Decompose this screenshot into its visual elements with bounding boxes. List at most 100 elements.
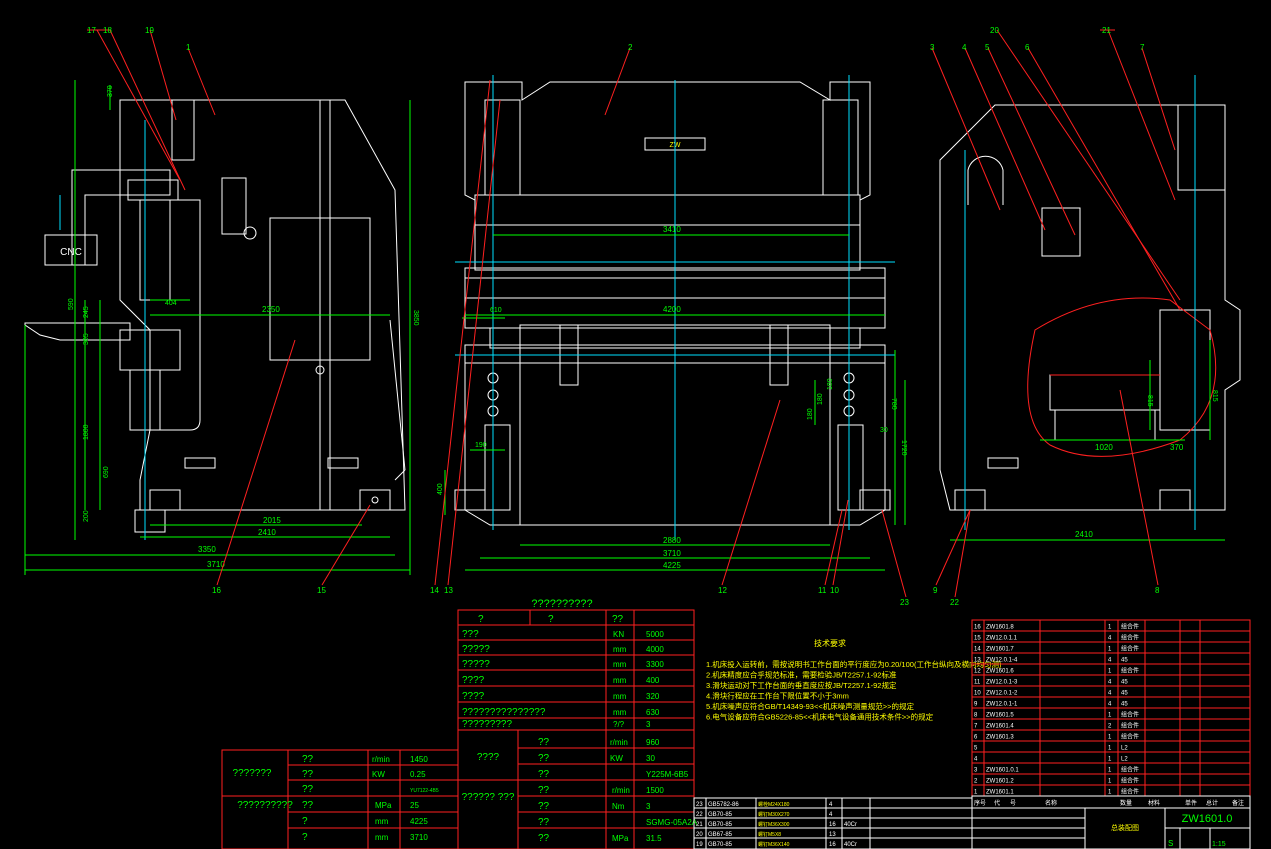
dim-1800: 1800 [83, 424, 90, 440]
callout-15: 15 [317, 586, 326, 595]
bom-mid-no: 19 [696, 842, 703, 848]
left-row-value: 0.25 [410, 770, 426, 779]
pump-row-name: ?? [538, 801, 550, 812]
spec-row-unit: mm [613, 692, 627, 701]
spec-table-header: ?????????? [531, 598, 592, 610]
drawing-name: 总装配图 [1111, 823, 1139, 832]
bom-right-mat: L2 [1121, 757, 1128, 763]
leaders [87, 29, 1181, 598]
pump-row-name: ?? [538, 817, 550, 828]
spec-row-value: 5000 [646, 630, 664, 639]
spec-row-unit: mm [613, 645, 627, 654]
scale-label: 1:15 [1212, 841, 1226, 848]
cnc-label: CNC [60, 247, 82, 258]
bom-mid-code: GB70-85 [708, 822, 733, 828]
callout-16: 16 [212, 586, 221, 595]
bom-mid-qty: 16 [829, 842, 836, 848]
dim-3350: 3350 [198, 545, 216, 554]
dim-610: 610 [490, 307, 502, 314]
cnc-box [44, 234, 98, 266]
left-row-unit: MPa [375, 801, 392, 810]
bom-right-no: 6 [974, 735, 978, 741]
pump-row-unit: r/min [612, 786, 630, 795]
bom-right-qty: 4 [1108, 636, 1112, 642]
dim-780: 780 [890, 398, 897, 410]
spec-row-unit: mm [613, 660, 627, 669]
pump-row-value: 1500 [646, 786, 664, 795]
bom-right-mat: L2 [1121, 746, 1128, 752]
dim-4200: 4200 [663, 305, 681, 314]
callout-11: 11 [818, 586, 827, 595]
bom-right-mat: 组合件 [1121, 711, 1139, 719]
bom-right-no: 1 [974, 790, 978, 796]
spec-row-name: ????????? [462, 719, 512, 730]
callout-20: 20 [990, 26, 999, 35]
callout-21: 21 [1102, 26, 1111, 35]
dim-590: 590 [68, 298, 75, 310]
bom-mid-mat: 40Cr [844, 822, 857, 828]
left-block2-label: ?????????? [237, 800, 293, 811]
callout-3: 3 [930, 43, 935, 52]
callout-4: 4 [962, 43, 967, 52]
pump-row-value: 31.5 [646, 834, 662, 843]
left-row-unit: r/min [372, 755, 390, 764]
bom-right-qty: 1 [1108, 790, 1112, 796]
dim-200: 200 [83, 510, 90, 522]
title-header-cell: 号 [1010, 800, 1016, 807]
bom-right-code: ZW1601.0.1 [986, 768, 1019, 774]
bom-right-code: ZW1601.3 [986, 735, 1014, 741]
bom-mid-desc: 螺钉M36X140 [758, 841, 790, 848]
dim-3850: 3850 [412, 310, 419, 326]
left-row-name: ? [302, 816, 308, 827]
pump-row-name: ?? [538, 785, 550, 796]
bom-right-code: ZW1601.6 [986, 669, 1014, 675]
dim-1020: 1020 [1095, 443, 1113, 452]
dim-815a: 815 [1146, 395, 1153, 407]
bom-right-no: 2 [974, 779, 978, 785]
motor-row-name: ?? [538, 753, 550, 764]
callout-5: 5 [985, 43, 990, 52]
bom-right-code: ZW1601.5 [986, 713, 1014, 719]
left-row-name: ?? [302, 769, 314, 780]
dim-30: 30 [880, 427, 888, 434]
dim-4225: 4225 [663, 561, 681, 570]
bom-right-code: ZW1601.4 [986, 724, 1014, 730]
bom-mid-no: 23 [696, 802, 703, 808]
dim-2350: 2350 [262, 305, 280, 314]
dim-370-end: 370 [1170, 443, 1184, 452]
bom-right-qty: 1 [1108, 757, 1112, 763]
spec-col-name: ? [478, 614, 484, 625]
bom-right-code: ZW12.0.1.1 [986, 636, 1018, 642]
bom-right-no: 10 [974, 691, 981, 697]
spec-col-value: ?? [612, 614, 624, 625]
callout-10: 10 [830, 586, 839, 595]
spec-row-value: 630 [646, 708, 660, 717]
dim-2880: 2880 [663, 536, 681, 545]
spec-row-name: ???? [462, 691, 485, 702]
bom-right-code: ZW12.0.1-3 [986, 680, 1018, 686]
dim-690: 690 [103, 466, 110, 478]
bom-right-mat: 45 [1121, 658, 1128, 664]
bom-mid-qty: 4 [829, 812, 833, 818]
left-block1-label: ??????? [233, 768, 272, 779]
bom-mid-no: 22 [696, 812, 703, 818]
left-row-unit: mm [375, 817, 389, 826]
left-row-value: 1450 [410, 755, 428, 764]
bom-right-no: 13 [974, 658, 981, 664]
bom-right-mat: 组合件 [1121, 623, 1139, 631]
left-row-name: ?? [302, 754, 314, 765]
spec-row-unit: mm [613, 708, 627, 717]
tech-notes-heading: 技术要求 [814, 638, 846, 648]
end-view: 815 1020 370 815 2410 [939, 75, 1241, 541]
title-header-cell: 名称 [1045, 799, 1057, 807]
bom-right-code: ZW12.0.1-2 [986, 691, 1018, 697]
dim-190: 190 [475, 442, 487, 449]
motor-row-unit: r/min [610, 738, 628, 747]
dim-400: 400 [437, 483, 444, 495]
pump-row-value: 3 [646, 802, 651, 811]
bom-mid-code: GB5782-86 [708, 802, 739, 808]
dim-370: 370 [107, 85, 114, 97]
bom-right-no: 15 [974, 636, 981, 642]
callout-labels: 17 18 19 1 2 3 4 5 20 6 21 7 16 15 14 13… [87, 26, 1160, 607]
